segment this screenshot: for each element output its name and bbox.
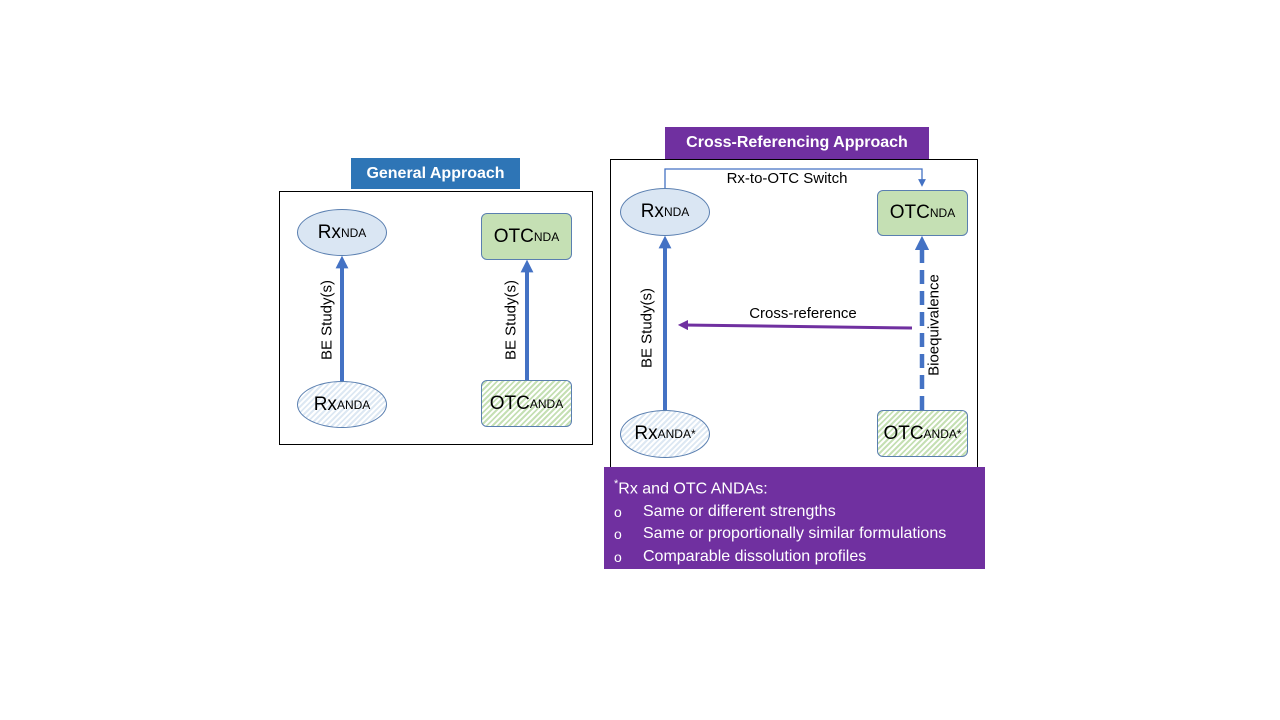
note-item-text: Same or different strengths — [643, 502, 836, 520]
general-approach-title: General Approach — [351, 158, 520, 189]
bullet-icon: o — [614, 503, 622, 520]
node-sub-text: ANDA — [529, 396, 564, 411]
node-sub-text: NDA — [533, 229, 560, 244]
note-heading-text: Rx and OTC ANDAs: — [618, 480, 768, 498]
note-item-text: Comparable dissolution profiles — [643, 547, 867, 565]
node-sub-text: ANDA* — [657, 427, 696, 441]
list-item: o Same or different strengths — [614, 501, 985, 524]
bullet-icon: o — [614, 548, 622, 565]
list-item: o Comparable dissolution profiles — [614, 546, 985, 569]
note-item-text: Same or proportionally similar formulati… — [643, 525, 947, 543]
node-sub-text: ANDA* — [923, 426, 962, 441]
node-sub-text: NDA — [929, 206, 956, 220]
anda-note-box: *Rx and OTC ANDAs: o Same or different s… — [604, 467, 985, 569]
node-main-text: Rx — [634, 423, 658, 444]
node-main-text: Rx — [317, 221, 341, 243]
cross-reference-label: Cross-reference — [749, 305, 857, 322]
cross-approach-title: Cross-Referencing Approach — [665, 127, 929, 159]
list-item: o Same or proportionally similar formula… — [614, 523, 985, 546]
note-list: o Same or different strengths o Same or … — [614, 501, 985, 569]
node-main-text: Rx — [640, 201, 664, 222]
node-main-text: Rx — [313, 393, 337, 415]
cross-switch-arrow — [664, 168, 926, 188]
note-heading: *Rx and OTC ANDAs: — [614, 473, 985, 501]
node-main-text: OTC — [883, 422, 924, 444]
cross-switch-label: Rx-to-OTC Switch — [726, 170, 848, 187]
bullet-icon: o — [614, 526, 622, 543]
node-main-text: OTC — [889, 202, 930, 223]
node-sub-text: ANDA — [336, 397, 371, 412]
node-main-text: OTC — [489, 392, 530, 414]
note-star: * — [614, 478, 619, 490]
cross-reference-arrow — [677, 319, 913, 331]
node-sub-text: NDA — [663, 205, 690, 219]
node-sub-text: NDA — [340, 225, 367, 240]
node-main-text: OTC — [493, 225, 534, 247]
